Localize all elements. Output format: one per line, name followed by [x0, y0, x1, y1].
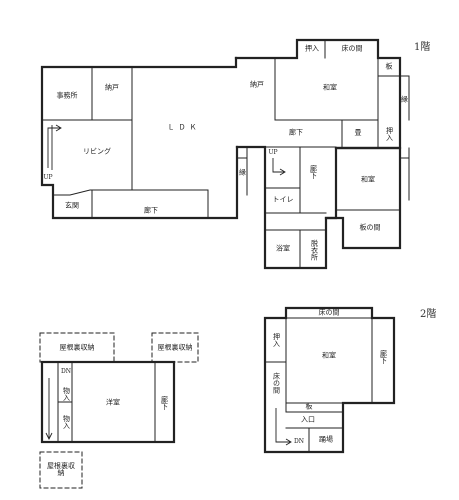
room-odoriba: 踊場 — [319, 435, 333, 444]
room-attic-a: 屋根裏収納 — [59, 343, 95, 352]
room-en-b: 縁 — [238, 168, 247, 176]
room-ldk: ＬＤＫ — [167, 123, 201, 132]
room-washitsu-c: 和室 — [322, 351, 336, 360]
floor-label-2f: 2階 — [420, 309, 437, 320]
room-oshiire-a: 押入 — [305, 44, 319, 53]
wall-genkan — [52, 189, 133, 196]
arrowhead-1f-a — [55, 124, 62, 132]
label-dn-a: DN — [60, 368, 72, 375]
room-yokushitsu: 浴室 — [276, 244, 290, 253]
wall-2f-left-outline — [40, 360, 176, 444]
room-nando-a: 納戸 — [105, 83, 119, 92]
label-dn-b: DN — [293, 438, 305, 445]
room-rouka-d: 廊下 — [160, 396, 169, 410]
room-itanoma: 板の間 — [359, 223, 381, 232]
arrowhead-1f-b — [279, 168, 286, 176]
room-tatami: 畳 — [354, 128, 362, 137]
room-attic-c: 屋根裏収納 — [47, 462, 75, 477]
room-en: 縁 — [400, 95, 409, 103]
room-ita-a: 板 — [385, 62, 393, 71]
wall-2f-right-outline — [263, 306, 396, 454]
room-rouka-e: 廊下 — [379, 350, 388, 364]
room-youshitsu: 洋室 — [106, 398, 120, 407]
room-nando-b: 納戸 — [250, 80, 264, 89]
stair-arrow-1f-a — [47, 127, 60, 168]
room-oshiire-b: 押入 — [385, 127, 394, 141]
room-living: リビング — [83, 147, 111, 156]
stair-arrow-2f-b — [275, 408, 290, 443]
room-monoire-a: 物入 — [62, 387, 71, 401]
arrowhead-2f-a — [45, 432, 53, 441]
arrowhead-2f-b — [285, 438, 292, 446]
room-toilet: トイレ — [272, 195, 294, 204]
room-datsuijo: 脱衣所 — [310, 239, 319, 261]
room-washitsu-b: 和室 — [361, 175, 375, 184]
room-rouka-b: 廊下 — [289, 128, 303, 137]
room-tokonoma-c: 床の間 — [272, 372, 281, 394]
label-up-b: UP — [268, 149, 278, 156]
room-jimusho: 事務所 — [56, 91, 78, 100]
room-washitsu-a: 和室 — [323, 83, 337, 92]
room-attic-b: 屋根裏収納 — [157, 343, 193, 352]
label-up-a: UP — [43, 174, 53, 181]
room-monoire-b: 物入 — [62, 415, 71, 429]
room-iriguchi: 入口 — [301, 415, 315, 424]
wall-1f-right-outline — [234, 38, 402, 270]
room-oshiire-c: 押入 — [272, 333, 281, 347]
wall-washitsu-b — [324, 146, 402, 250]
attic-c-box — [39, 451, 83, 489]
stair-arrow-1f-b — [272, 158, 284, 173]
room-tokonoma-b: 床の間 — [318, 308, 340, 317]
room-ita-b: 板 — [305, 402, 313, 411]
room-rouka-a: 廊下 — [144, 206, 158, 215]
room-rouka-c: 廊下 — [309, 165, 318, 179]
room-genkan: 玄関 — [65, 201, 79, 210]
room-tokonoma-a: 床の間 — [341, 44, 363, 53]
floor-label-1f: 1階 — [414, 42, 431, 53]
wall-1f-left-outline — [40, 56, 239, 220]
